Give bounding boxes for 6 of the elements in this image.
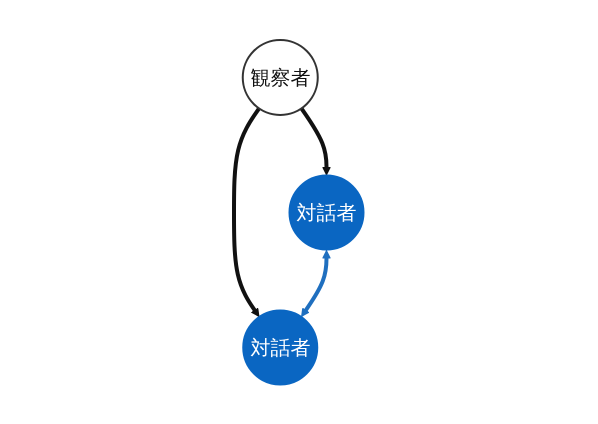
node-circle: 対話者 (242, 309, 318, 385)
node-circle: 対話者 (288, 174, 364, 250)
arrow (301, 250, 331, 316)
node-circle: 観察者 (242, 38, 319, 116)
arrow (300, 106, 331, 175)
arrow (232, 106, 261, 316)
